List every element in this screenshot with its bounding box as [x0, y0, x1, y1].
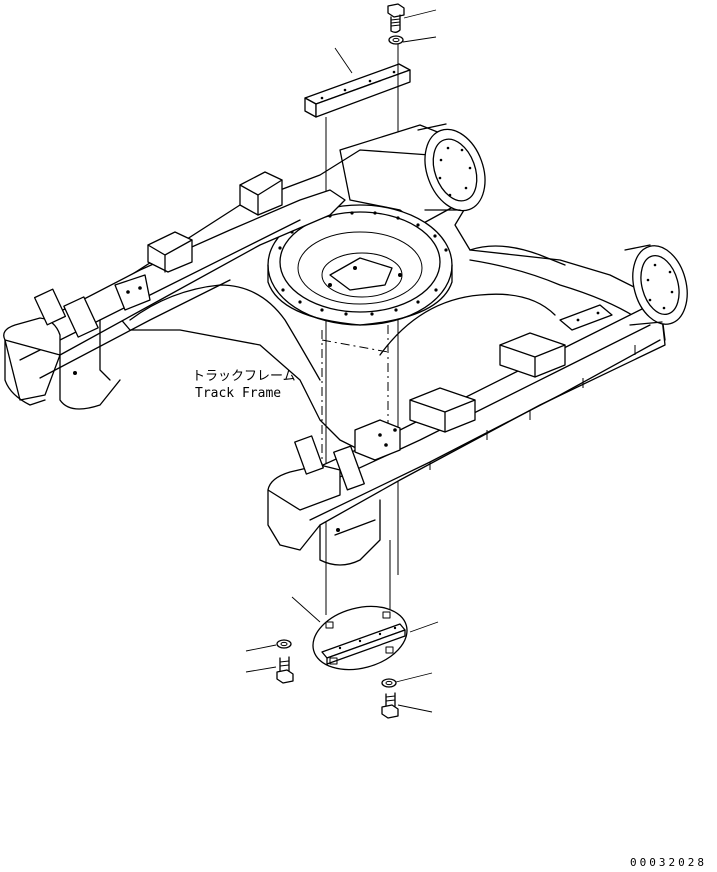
top-bolt: [387, 3, 405, 33]
drum-top-right: [417, 123, 486, 212]
leader-plate-right: [409, 621, 439, 633]
bottom-cover-plate: [312, 605, 408, 671]
centerline-cross: [321, 339, 389, 353]
right-track-frame: [267, 299, 666, 566]
leader-plate: [291, 596, 321, 623]
left-track-frame: [3, 171, 346, 410]
swing-circle-ring: [267, 204, 453, 326]
leader-washer-left: [245, 644, 277, 652]
leader-bolt: [403, 9, 437, 19]
drawing-code: 00032028: [630, 856, 707, 869]
label-track-frame-english: Track Frame: [195, 386, 282, 401]
bottom-bolt-right: [381, 692, 399, 719]
leader-bracket: [334, 47, 353, 74]
leader-washer-right: [395, 672, 433, 683]
top-washer: [388, 35, 404, 45]
label-track-frame-japanese: トラックフレーム: [192, 369, 296, 384]
leader-washer: [402, 36, 437, 43]
bottom-washer-left: [276, 639, 292, 649]
drum-right: [624, 244, 688, 326]
bottom-bolt-left: [276, 656, 294, 684]
leader-bolt-right: [397, 704, 433, 713]
leader-bolt-left: [245, 666, 277, 673]
bottom-washer-right: [381, 678, 397, 688]
top-bracket: [304, 63, 411, 118]
